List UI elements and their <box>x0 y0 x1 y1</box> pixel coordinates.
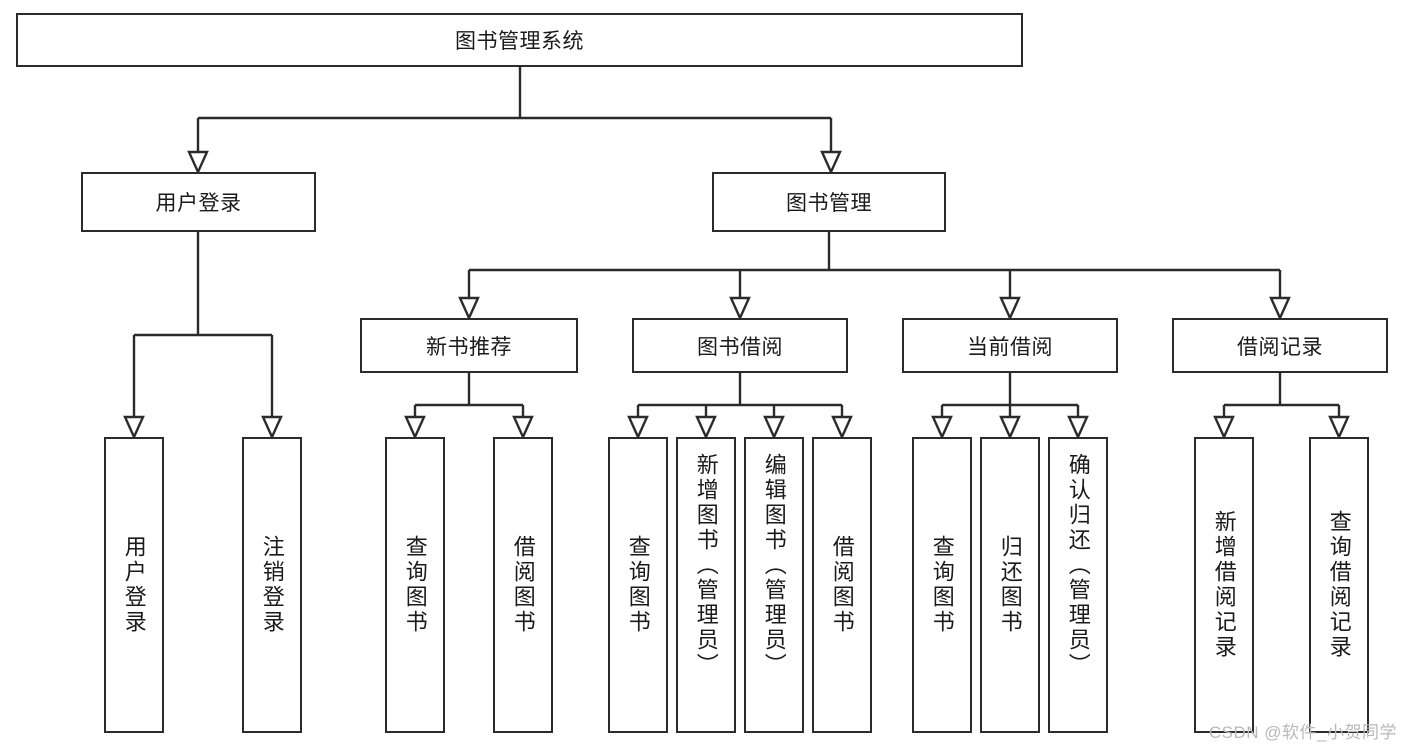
node-label: 编辑图书（管理员） <box>761 453 787 678</box>
leaf-records-query-record[interactable]: 查询借阅记录 <box>1309 437 1369 733</box>
node-label: 图书借阅 <box>697 335 783 359</box>
node-label: 新增借阅记录 <box>1211 510 1237 660</box>
node-book-management[interactable]: 图书管理 <box>712 172 946 232</box>
node-label: 新书推荐 <box>426 335 512 359</box>
node-label: 新增图书（管理员） <box>693 453 719 678</box>
node-label: 查询图书 <box>402 535 428 635</box>
node-label: 查询借阅记录 <box>1326 510 1352 660</box>
node-label: 用户登录 <box>155 192 242 215</box>
node-user-login[interactable]: 用户登录 <box>81 172 316 232</box>
node-label: 用户登录 <box>121 535 147 635</box>
leaf-borrow-query-book[interactable]: 查询图书 <box>608 437 668 733</box>
node-label: 查询图书 <box>929 535 955 635</box>
leaf-user-login-signin[interactable]: 用户登录 <box>104 437 164 733</box>
node-root-system[interactable]: 图书管理系统 <box>16 13 1023 67</box>
node-label: 归还图书 <box>997 535 1023 635</box>
node-new-book-recommend[interactable]: 新书推荐 <box>360 318 578 373</box>
leaf-current-confirm-return-admin[interactable]: 确认归还（管理员） <box>1048 437 1108 733</box>
leaf-borrow-borrow-book[interactable]: 借阅图书 <box>812 437 872 733</box>
node-label: 借阅记录 <box>1237 335 1323 359</box>
node-current-borrow[interactable]: 当前借阅 <box>902 318 1118 373</box>
leaf-borrow-edit-book-admin[interactable]: 编辑图书（管理员） <box>744 437 804 733</box>
leaf-current-query-book[interactable]: 查询图书 <box>912 437 972 733</box>
leaf-recommend-query-book[interactable]: 查询图书 <box>385 437 445 733</box>
node-label: 当前借阅 <box>967 335 1053 359</box>
node-label: 注销登录 <box>259 535 285 635</box>
node-label: 借阅图书 <box>829 535 855 635</box>
leaf-user-login-signout[interactable]: 注销登录 <box>242 437 302 733</box>
watermark-text: CSDN @软件_小贺同学 <box>1208 723 1397 742</box>
leaf-records-add-record[interactable]: 新增借阅记录 <box>1194 437 1254 733</box>
node-label: 确认归还（管理员） <box>1065 453 1091 678</box>
leaf-current-return-book[interactable]: 归还图书 <box>980 437 1040 733</box>
node-label: 图书管理系统 <box>455 30 584 53</box>
leaf-borrow-add-book-admin[interactable]: 新增图书（管理员） <box>676 437 736 733</box>
node-borrow-records[interactable]: 借阅记录 <box>1172 318 1388 373</box>
node-label: 借阅图书 <box>510 535 536 635</box>
node-label: 图书管理 <box>786 192 872 215</box>
leaf-recommend-borrow-book[interactable]: 借阅图书 <box>493 437 553 733</box>
node-book-borrow[interactable]: 图书借阅 <box>632 318 848 373</box>
node-label: 查询图书 <box>625 535 651 635</box>
